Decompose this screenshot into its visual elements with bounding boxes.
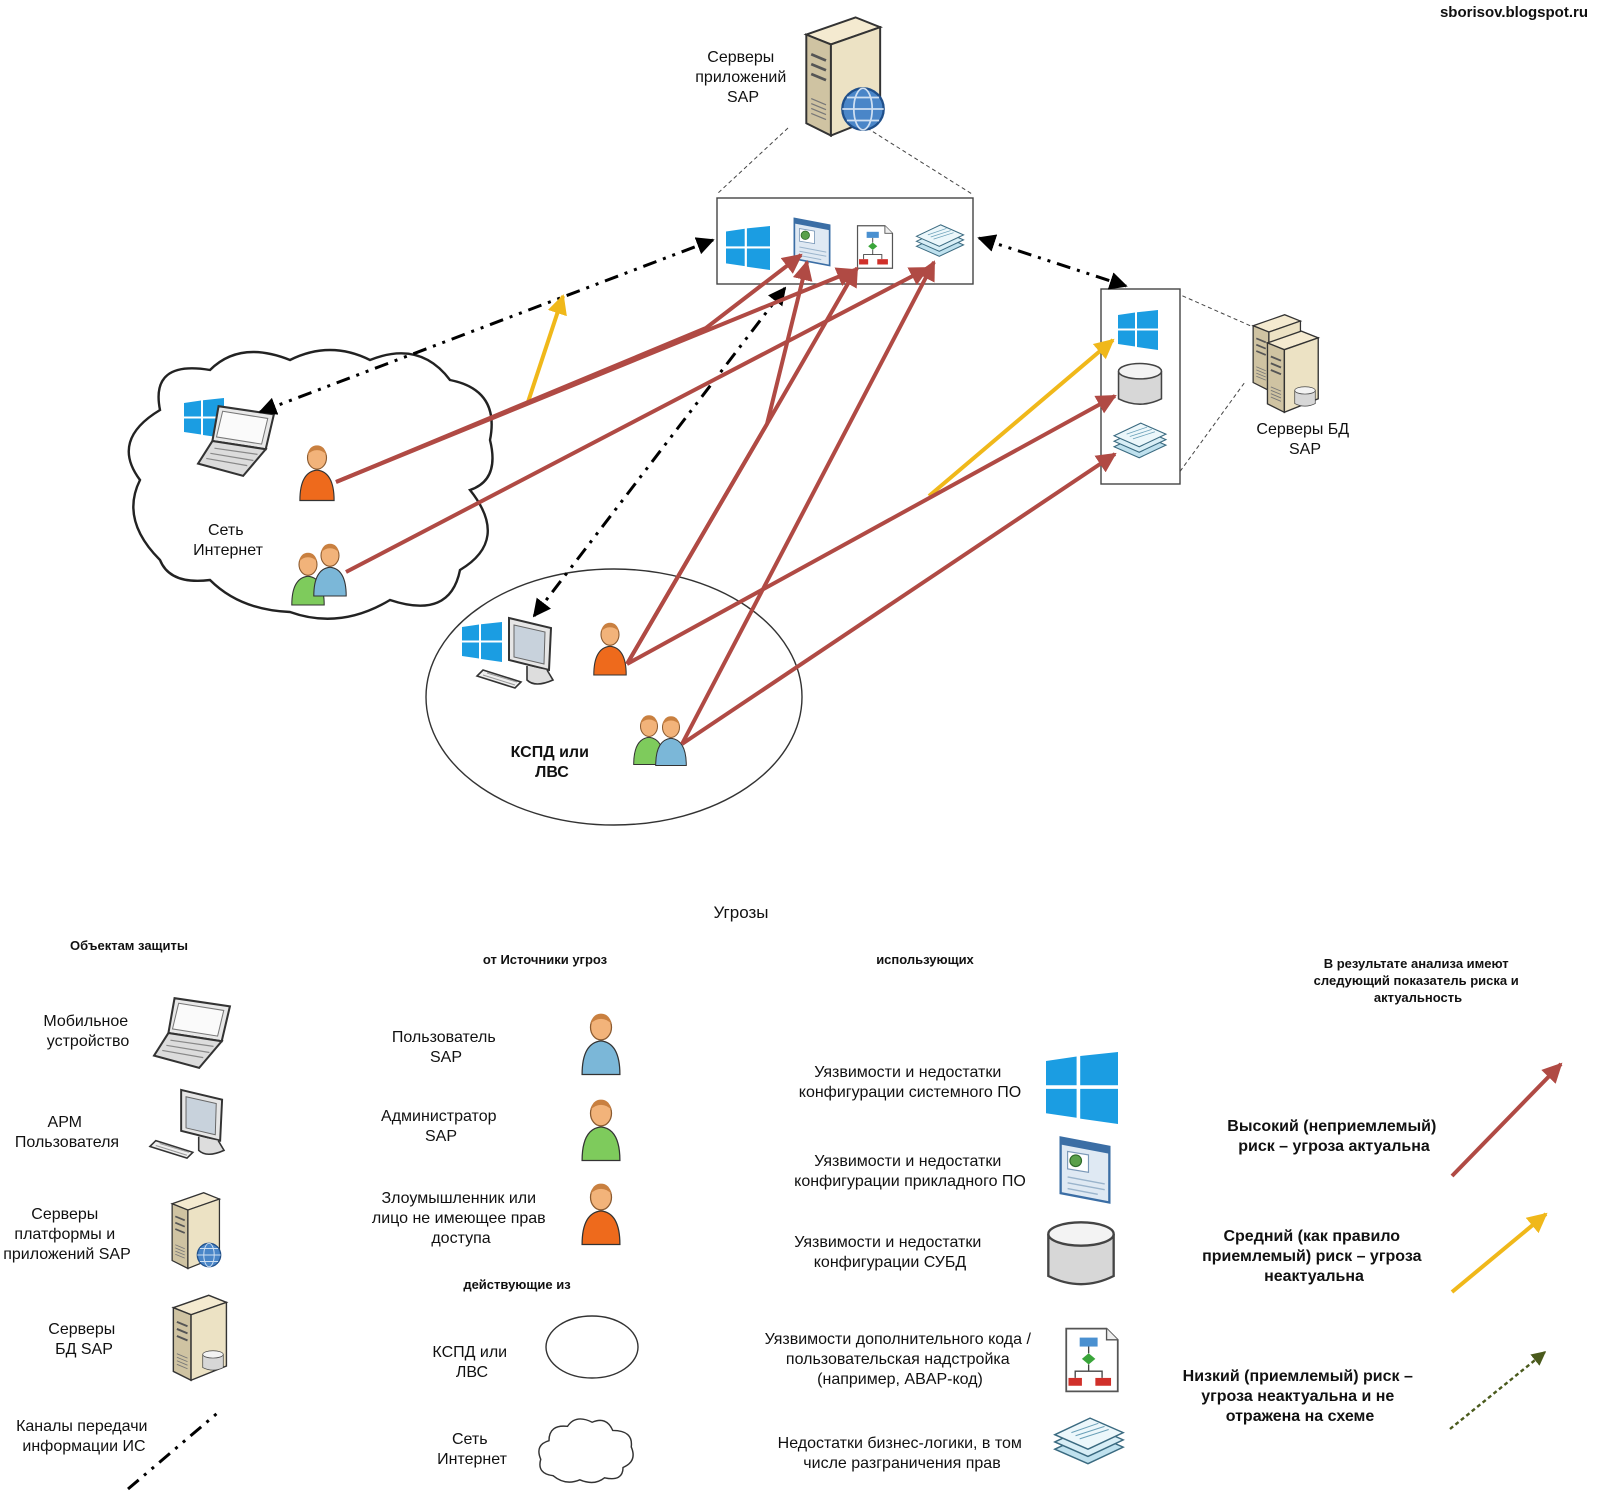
lan-ellipse-icon xyxy=(545,1315,639,1379)
user-person-icon xyxy=(581,1012,621,1076)
database-icon xyxy=(1117,362,1163,405)
high-risk-arrow xyxy=(626,394,1117,666)
acting-from-header: действующие из xyxy=(463,1277,571,1292)
high-risk-arrow xyxy=(335,267,857,484)
high-risk-arrow-sample xyxy=(1450,1062,1563,1178)
app-servers-label: Серверы приложений SAP xyxy=(695,49,791,106)
high-risk-label: Высокий (неприемлемый) риск – угроза акт… xyxy=(1227,1118,1440,1155)
medium-risk-label: Средний (как правило приемлемый) риск – … xyxy=(1202,1228,1426,1285)
objects-header: Объектам защиты xyxy=(70,938,188,953)
globe-icon xyxy=(841,87,885,131)
lan-ellipse xyxy=(425,568,803,826)
using-header: использующих xyxy=(876,952,974,967)
database-icon xyxy=(1294,386,1316,407)
channel-app-to-db xyxy=(977,234,1128,290)
internet-label: Сеть Интернет xyxy=(193,522,263,559)
flowchart-document-icon xyxy=(856,225,894,269)
admin-person-icon xyxy=(581,1098,621,1162)
desktop-icon xyxy=(148,1088,226,1160)
lan-label: КСПД или ЛВС xyxy=(511,744,594,781)
flowchart-document-icon xyxy=(1065,1327,1119,1393)
medium-risk-arrow xyxy=(927,338,1115,498)
internet-legend-label: Сеть Интернет xyxy=(437,1431,507,1468)
mobile-label: Мобильное устройство xyxy=(43,1013,132,1050)
lan-legend-label: КСПД или ЛВС xyxy=(432,1344,511,1381)
app-vuln-label: Уязвимости и недостатки конфигурации при… xyxy=(794,1153,1026,1190)
logic-flaws-label: Недостатки бизнес-логики, в том числе ра… xyxy=(778,1435,1027,1472)
medium-risk-arrow xyxy=(526,294,567,403)
code-vuln-label: Уязвимости дополнительного кода / пользо… xyxy=(765,1331,1036,1388)
windows-icon xyxy=(1046,1052,1118,1124)
channels-label: Каналы передачи информации ИС xyxy=(16,1418,152,1455)
laptop-icon xyxy=(153,997,231,1069)
intruder-label: Злоумышленник или лицо не имеющее прав д… xyxy=(372,1190,550,1247)
channel-internet-to-app xyxy=(258,237,715,415)
intruder-person-icon xyxy=(581,1182,621,1246)
legend-title: Угрозы xyxy=(714,903,769,922)
high-risk-arrow xyxy=(680,452,1117,746)
db-servers-legend-label: Серверы БД SAP xyxy=(48,1321,119,1358)
database-icon xyxy=(202,1350,224,1371)
dbms-vuln-label: Уязвимости и недостатки конфигурации СУБ… xyxy=(794,1234,986,1271)
cloud-icon xyxy=(538,1418,634,1484)
medium-risk-arrow-sample xyxy=(1450,1212,1548,1294)
admin-label: Администратор SAP xyxy=(381,1108,501,1145)
high-risk-arrows xyxy=(335,253,1117,746)
low-risk-label: Низкий (приемлемый) риск – угроза неакту… xyxy=(1183,1368,1418,1425)
high-risk-arrow xyxy=(680,260,936,745)
user-label: Пользователь SAP xyxy=(392,1029,500,1066)
db-servers-label: Серверы БД SAP xyxy=(1256,421,1353,458)
communication-channels xyxy=(258,234,1128,618)
sources-header: от Источники угроз xyxy=(483,952,608,967)
workstation-label: АРМ Пользователя xyxy=(15,1114,119,1151)
risk-header: В результате анализа имеют следующий пок… xyxy=(1314,956,1523,1005)
channel-app-to-lan xyxy=(532,286,787,618)
high-risk-arrow xyxy=(625,266,859,666)
stacked-pages-icon xyxy=(1054,1417,1124,1465)
app-servers-legend-label: Серверы платформы и приложений SAP xyxy=(3,1206,131,1263)
medium-risk-arrows xyxy=(526,294,1115,498)
database-icon xyxy=(1047,1221,1115,1286)
sys-vuln-label: Уязвимости и недостатки конфигурации сис… xyxy=(799,1064,1021,1101)
low-risk-arrow-sample xyxy=(1449,1351,1547,1430)
high-risk-arrow xyxy=(345,266,930,574)
globe-icon xyxy=(196,1242,222,1268)
application-window-icon xyxy=(1059,1136,1111,1204)
site-url: sborisov.blogspot.ru xyxy=(1440,4,1588,21)
